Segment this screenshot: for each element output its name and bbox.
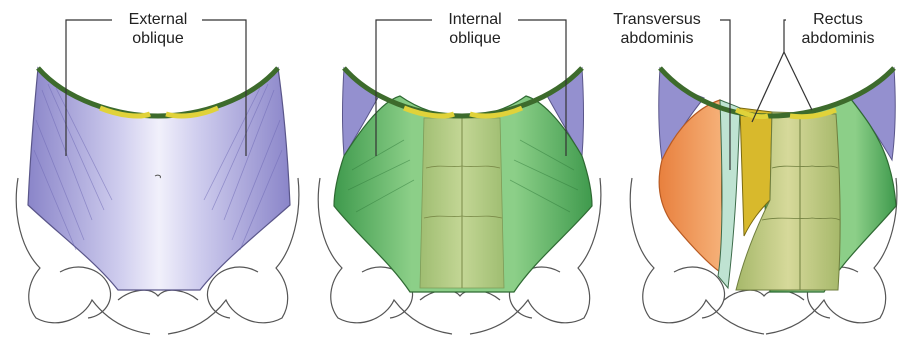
external-oblique-muscle [28,68,290,290]
panel-external-oblique [16,68,299,334]
label-rectus-abdominis-line2: abdominis [790,29,886,48]
label-internal-oblique-line2: oblique [436,29,514,48]
label-internal-oblique-line1: Internal [436,10,514,29]
label-external-oblique-line2: oblique [116,29,200,48]
panel-internal-oblique [318,68,601,334]
panel-transversus-rectus [630,68,897,334]
label-internal-oblique: Internal oblique [436,10,514,48]
label-external-oblique-line1: External [116,10,200,29]
label-transversus-abdominis-line2: abdominis [598,29,716,48]
label-external-oblique: External oblique [116,10,200,48]
label-transversus-abdominis-line1: Transversus [598,10,716,29]
label-rectus-abdominis-line1: Rectus [790,10,886,29]
label-rectus-abdominis: Rectus abdominis [790,10,886,48]
label-transversus-abdominis: Transversus abdominis [598,10,716,48]
